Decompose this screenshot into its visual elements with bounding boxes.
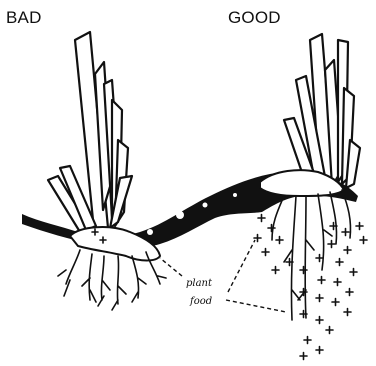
annotation-plant: plant bbox=[186, 278, 213, 289]
leader-line-good-2 bbox=[226, 300, 286, 312]
good-roots bbox=[272, 190, 351, 320]
bad-plant bbox=[48, 32, 132, 232]
leader-line-bad bbox=[160, 258, 182, 276]
leader-line-good bbox=[228, 240, 255, 292]
good-plant bbox=[284, 34, 360, 190]
plant-food-annotation: plant food bbox=[160, 240, 286, 312]
annotation-food: food bbox=[189, 296, 212, 307]
